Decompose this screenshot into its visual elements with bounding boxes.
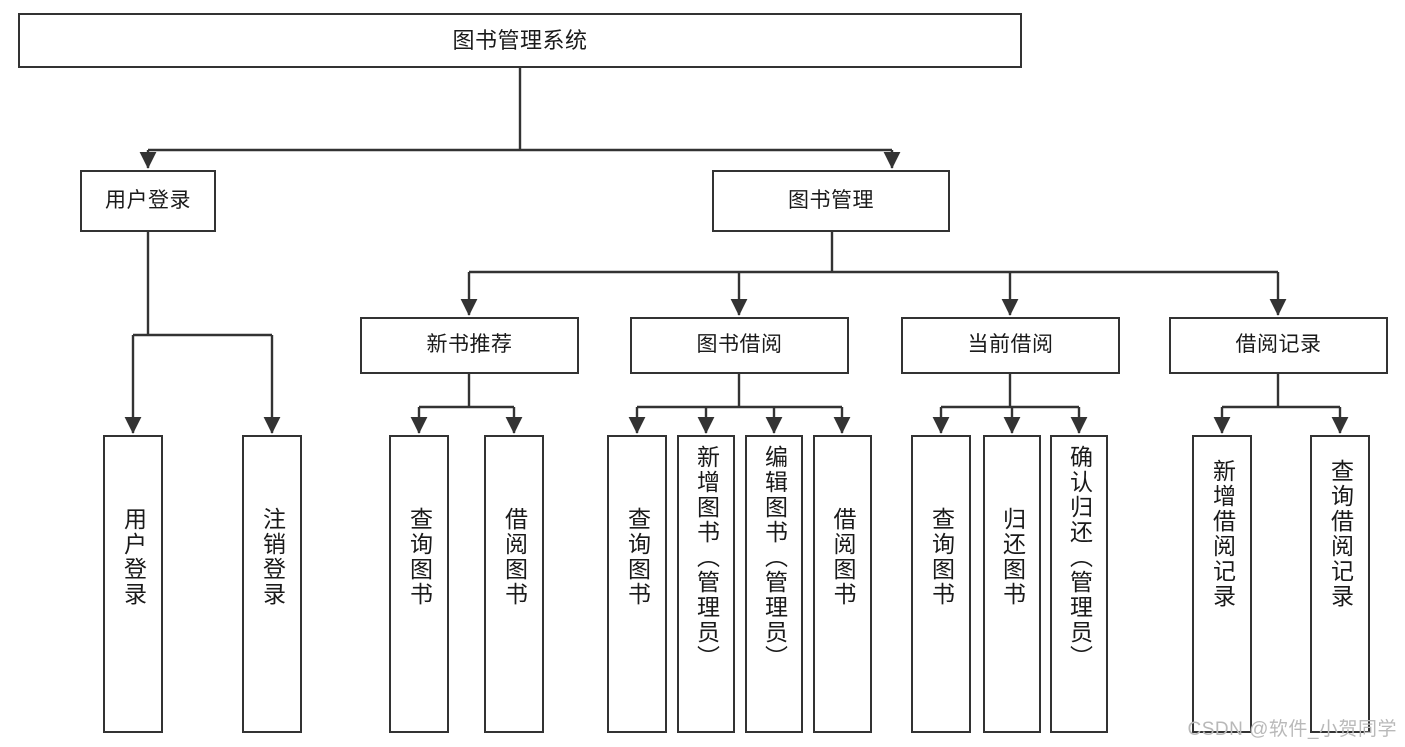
node-leaf-borrow-book-b[interactable]: 借阅图书 xyxy=(813,435,872,733)
node-leaf-user-login[interactable]: 用户登录 xyxy=(103,435,163,733)
node-leaf-add-book[interactable]: 新增图书（管理员） xyxy=(677,435,735,733)
node-leaf-logout[interactable]: 注销登录 xyxy=(242,435,302,733)
node-leaf-query-book-a-label: 查询图书 xyxy=(406,507,433,607)
node-book-manage[interactable]: 图书管理 xyxy=(712,170,950,232)
node-leaf-edit-book[interactable]: 编辑图书（管理员） xyxy=(745,435,803,733)
node-leaf-query-record-label: 查询借阅记录 xyxy=(1327,459,1354,609)
node-root-label: 图书管理系统 xyxy=(452,27,588,53)
node-user-login-label: 用户登录 xyxy=(105,188,191,212)
node-leaf-edit-book-label: 编辑图书（管理员） xyxy=(761,445,788,670)
node-book-borrow-label: 图书借阅 xyxy=(696,333,783,357)
node-leaf-query-book-c[interactable]: 查询图书 xyxy=(911,435,971,733)
node-root[interactable]: 图书管理系统 xyxy=(18,13,1022,68)
node-leaf-confirm-return-label: 确认归还（管理员） xyxy=(1066,445,1093,670)
node-leaf-logout-label: 注销登录 xyxy=(259,507,286,607)
node-leaf-query-book-c-label: 查询图书 xyxy=(928,507,955,607)
node-current-borrow[interactable]: 当前借阅 xyxy=(901,317,1120,374)
node-leaf-query-book-b[interactable]: 查询图书 xyxy=(607,435,667,733)
node-borrow-record[interactable]: 借阅记录 xyxy=(1169,317,1388,374)
node-leaf-add-record[interactable]: 新增借阅记录 xyxy=(1192,435,1252,733)
node-current-borrow-label: 当前借阅 xyxy=(967,333,1054,357)
node-leaf-user-login-label: 用户登录 xyxy=(120,507,147,607)
node-borrow-record-label: 借阅记录 xyxy=(1235,333,1322,357)
csdn-watermark: CSDN @软件_小贺同学 xyxy=(1187,719,1397,740)
node-leaf-borrow-book-b-label: 借阅图书 xyxy=(830,507,856,607)
node-new-book-rec[interactable]: 新书推荐 xyxy=(360,317,579,374)
node-book-borrow[interactable]: 图书借阅 xyxy=(630,317,849,374)
node-leaf-query-record[interactable]: 查询借阅记录 xyxy=(1310,435,1370,733)
node-user-login[interactable]: 用户登录 xyxy=(80,170,216,232)
node-leaf-add-book-label: 新增图书（管理员） xyxy=(693,445,720,670)
node-leaf-return-book-label: 归还图书 xyxy=(999,507,1026,607)
node-leaf-borrow-book-a[interactable]: 借阅图书 xyxy=(484,435,544,733)
node-book-manage-label: 图书管理 xyxy=(788,188,874,212)
node-leaf-query-book-b-label: 查询图书 xyxy=(624,507,651,607)
node-leaf-add-record-label: 新增借阅记录 xyxy=(1209,459,1236,609)
node-leaf-return-book[interactable]: 归还图书 xyxy=(983,435,1041,733)
node-leaf-confirm-return[interactable]: 确认归还（管理员） xyxy=(1050,435,1108,733)
node-leaf-borrow-book-a-label: 借阅图书 xyxy=(501,507,528,607)
node-new-book-rec-label: 新书推荐 xyxy=(426,333,513,357)
node-leaf-query-book-a[interactable]: 查询图书 xyxy=(389,435,449,733)
